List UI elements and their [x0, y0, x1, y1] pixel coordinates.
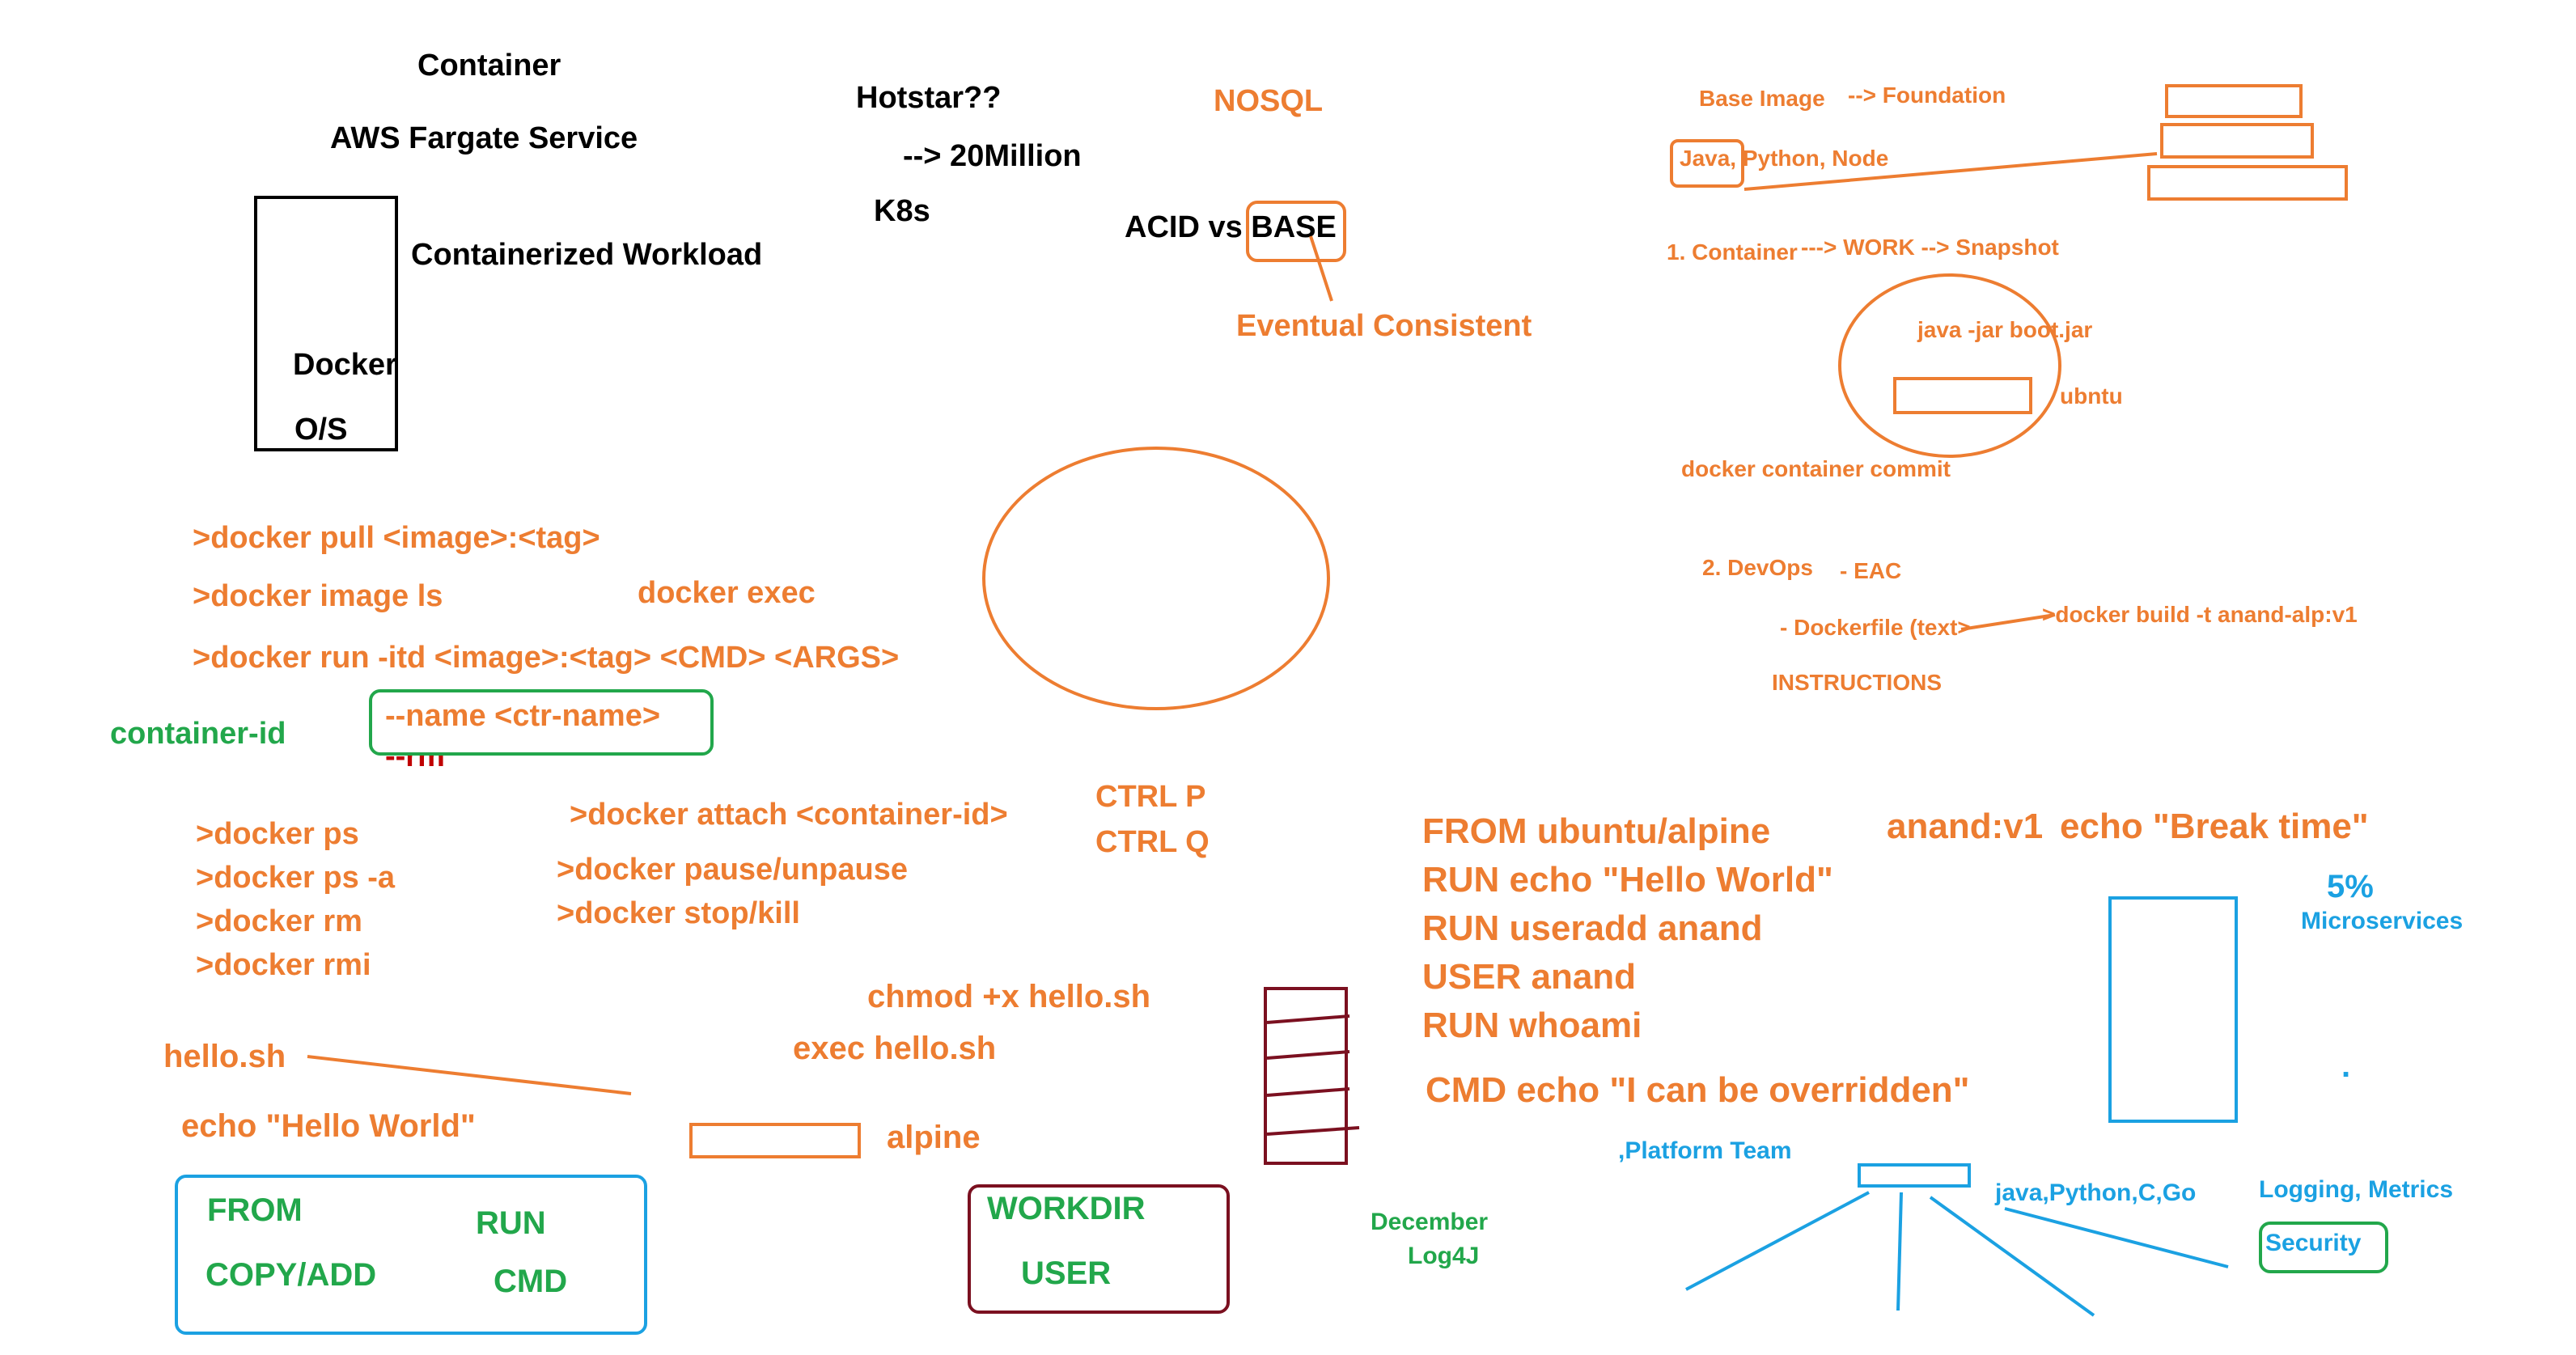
hotstar-text: Hotstar??: [856, 81, 1002, 115]
instr-copy-add-text: COPY/ADD: [205, 1257, 377, 1293]
docker-exec-text: docker exec: [638, 576, 816, 610]
aws-fargate-text: AWS Fargate Service: [330, 121, 638, 155]
echo-break-text: echo "Break time": [2060, 807, 2369, 846]
ubuntu-text: ubntu: [2060, 383, 2123, 409]
ctrl-p-text: CTRL P: [1095, 780, 1206, 814]
cmd-docker-stop: >docker stop/kill: [557, 896, 800, 930]
microservices-text: Microservices: [2301, 908, 2464, 934]
langs-to-security-line: [2004, 1207, 2229, 1268]
name-flag-box: [369, 689, 714, 756]
containerized-workload-text: Containerized Workload: [411, 238, 763, 272]
december-text: December: [1371, 1209, 1489, 1235]
cmd-docker-ps: >docker ps: [196, 817, 359, 851]
twenty-million-text: --> 20Million: [903, 139, 1082, 173]
alpine-box: [689, 1123, 861, 1158]
logging-metrics-text: Logging, Metrics: [2259, 1176, 2453, 1203]
chmod-text: chmod +x hello.sh: [867, 979, 1151, 1014]
instructions-box-blue: [175, 1175, 647, 1335]
instructions-text: INSTRUCTIONS: [1772, 670, 1942, 695]
eventual-consistent-text: Eventual Consistent: [1236, 309, 1532, 343]
ctrl-q-text: CTRL Q: [1095, 825, 1210, 859]
cmd-docker-rmi: >docker rmi: [196, 948, 371, 982]
dockerfile-cmd-line: CMD echo "I can be overridden": [1426, 1070, 1970, 1110]
docker-os-box: [254, 196, 398, 451]
exec-hello-text: exec hello.sh: [793, 1031, 997, 1066]
image-layers-stack: [1264, 987, 1348, 1165]
security-text: Security: [2265, 1230, 2362, 1256]
platform-branch-middle: [1896, 1192, 1903, 1311]
docker-container-commit-text: docker container commit: [1681, 456, 1951, 481]
java-python-c-go-text: java,Python,C,Go: [1995, 1179, 2197, 1206]
layer-box-bottom: [2147, 165, 2348, 201]
dockerfile-to-build-line: [1960, 613, 2056, 631]
name-flag-text: --name <ctr-name>: [385, 699, 661, 733]
base-to-eventual-line: [1309, 235, 1333, 302]
dockerfile-text: - Dockerfile (text>: [1780, 615, 1971, 640]
java-python-node-text: Java, Python, Node: [1680, 146, 1889, 171]
instr-user-text: USER: [1021, 1255, 1112, 1291]
cmd-docker-ps-a: >docker ps -a: [196, 861, 396, 895]
cmd-docker-image-ls: >docker image ls: [193, 579, 443, 613]
layer-stripe-4: [1266, 1126, 1360, 1136]
anand-v1-text: anand:v1: [1887, 807, 2044, 846]
platform-box: [1858, 1163, 1971, 1188]
hello-sh-text: hello.sh: [163, 1039, 286, 1074]
foundation-text: --> Foundation: [1848, 83, 2006, 108]
dockerfile-useradd-line: RUN useradd anand: [1422, 908, 1763, 948]
container-step-text: 1. Container: [1667, 239, 1798, 265]
alpine-text: alpine: [887, 1120, 981, 1155]
security-box: [2259, 1222, 2388, 1273]
acid-vs-base-text: ACID vs BASE: [1125, 210, 1337, 244]
layer-box-middle: [2160, 123, 2314, 159]
container-title: Container: [417, 49, 561, 83]
work-snapshot-text: ---> WORK --> Snapshot: [1801, 235, 2059, 260]
instructions-box-red: [968, 1184, 1230, 1314]
center-circle: [982, 447, 1330, 710]
docker-build-text: >docker build -t anand-alp:v1: [2042, 602, 2358, 627]
ubuntu-box: [1893, 377, 2032, 414]
eac-text: - EAC: [1840, 558, 1902, 583]
dockerfile-from-line: FROM ubuntu/alpine: [1422, 811, 1771, 851]
five-percent-text: 5%: [2327, 869, 2374, 904]
java-jar-boot-text: java -jar boot.jar: [1917, 317, 2093, 342]
layer-stripe-2: [1266, 1050, 1350, 1060]
instr-cmd-text: CMD: [494, 1264, 568, 1299]
platform-branch-right: [1929, 1196, 2095, 1317]
container-circle: [1838, 273, 2061, 458]
platform-branch-left: [1685, 1191, 1870, 1291]
platform-team-text: ,Platform Team: [1618, 1137, 1792, 1164]
instr-workdir-text: WORKDIR: [987, 1191, 1146, 1226]
cmd-docker-pull: >docker pull <image>:<tag>: [193, 521, 600, 555]
instr-run-text: RUN: [476, 1205, 546, 1241]
echo-hello-text: echo "Hello World": [181, 1108, 476, 1144]
base-image-text: Base Image: [1699, 86, 1825, 111]
microservice-rectangle: [2108, 896, 2238, 1123]
cmd-docker-run: >docker run -itd <image>:<tag> <CMD> <AR…: [193, 641, 900, 675]
k8s-text: K8s: [874, 194, 930, 228]
java-python-node-box: [1670, 139, 1744, 188]
nosql-text: NOSQL: [1214, 84, 1324, 118]
cmd-docker-pause: >docker pause/unpause: [557, 853, 908, 887]
log4j-text: Log4J: [1408, 1243, 1480, 1269]
layer-box-top: [2165, 84, 2303, 118]
hello-sh-line: [307, 1055, 632, 1095]
cmd-docker-attach: >docker attach <container-id>: [570, 798, 1008, 832]
dockerfile-user-line: USER anand: [1422, 957, 1637, 997]
os-label: O/S: [294, 413, 348, 447]
instr-from-text: FROM: [207, 1192, 303, 1228]
dockerfile-whoami-line: RUN whoami: [1422, 1006, 1642, 1045]
layer-stripe-3: [1266, 1087, 1350, 1097]
dot-mark: .: [2341, 1048, 2351, 1084]
container-id-text: container-id: [110, 717, 286, 751]
dockerfile-run-echo-line: RUN echo "Hello World": [1422, 860, 1833, 900]
cmd-docker-rm: >docker rm: [196, 904, 362, 938]
layer-stripe-1: [1266, 1014, 1350, 1024]
base-highlight-box: [1246, 201, 1346, 262]
langs-to-layers-line: [1743, 152, 2158, 191]
docker-label: Docker: [293, 348, 397, 382]
devops-text: 2. DevOps: [1702, 555, 1813, 580]
